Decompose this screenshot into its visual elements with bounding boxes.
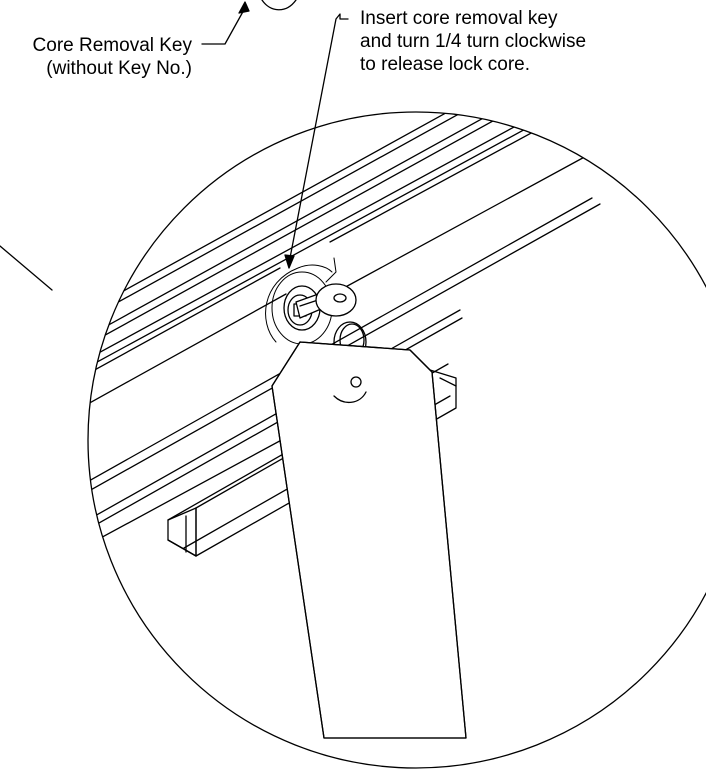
core-removal-key-label: Core Removal Key (without Key No.) xyxy=(33,34,192,80)
callout-bubble-arc xyxy=(262,0,296,10)
instruction-label: Insert core removal key and turn 1/4 tur… xyxy=(360,7,586,76)
left-leader xyxy=(202,2,249,44)
instruction-line-1: Insert core removal key xyxy=(360,8,558,29)
detail-circle xyxy=(88,112,706,768)
core-removal-key-line-1: Core Removal Key xyxy=(32,35,192,56)
clockwise-arrow-icon xyxy=(266,265,332,342)
core-removal-key-line-2: (without Key No.) xyxy=(46,58,192,79)
instruction-line-3: to release lock core. xyxy=(360,54,531,75)
instruction-line-2: and turn 1/4 turn clockwise xyxy=(360,31,587,52)
tag-icon xyxy=(272,342,466,738)
detail-circle-leader xyxy=(0,246,52,290)
key-icon xyxy=(296,284,356,318)
